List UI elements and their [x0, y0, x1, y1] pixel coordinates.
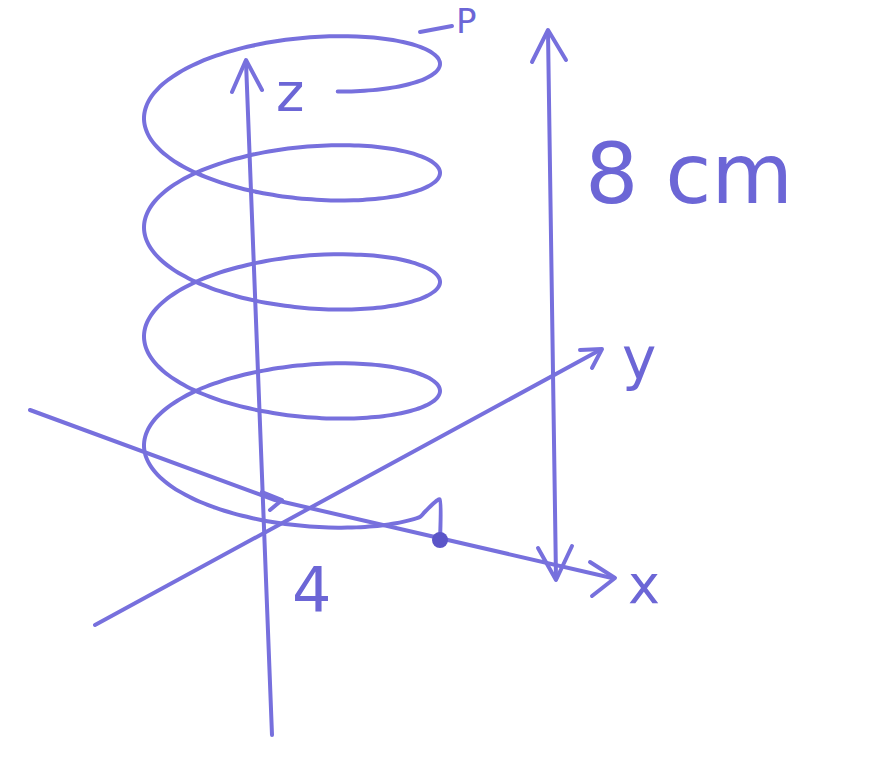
- axis-label: x: [628, 558, 660, 612]
- y-arrowhead: [580, 349, 602, 368]
- z-axis: [246, 62, 272, 735]
- dimension-arrowhead: [532, 30, 566, 62]
- helix-curve: [144, 36, 441, 540]
- origin-mark: [262, 492, 282, 510]
- x-arrowhead: [590, 562, 615, 596]
- dimension-label: 8 cm: [585, 132, 793, 216]
- z-arrowhead: [232, 60, 262, 92]
- leader-line: [420, 26, 452, 32]
- point-label: P: [456, 4, 477, 38]
- start-point: [432, 532, 448, 548]
- dimension-arrowhead: [538, 546, 572, 580]
- dimension-label: 4: [292, 560, 331, 622]
- x-axis: [30, 410, 612, 578]
- axis-label: y: [622, 330, 656, 388]
- dimension-line: [548, 32, 556, 578]
- axis-label: z: [276, 66, 304, 120]
- pen-strokes: [30, 26, 615, 735]
